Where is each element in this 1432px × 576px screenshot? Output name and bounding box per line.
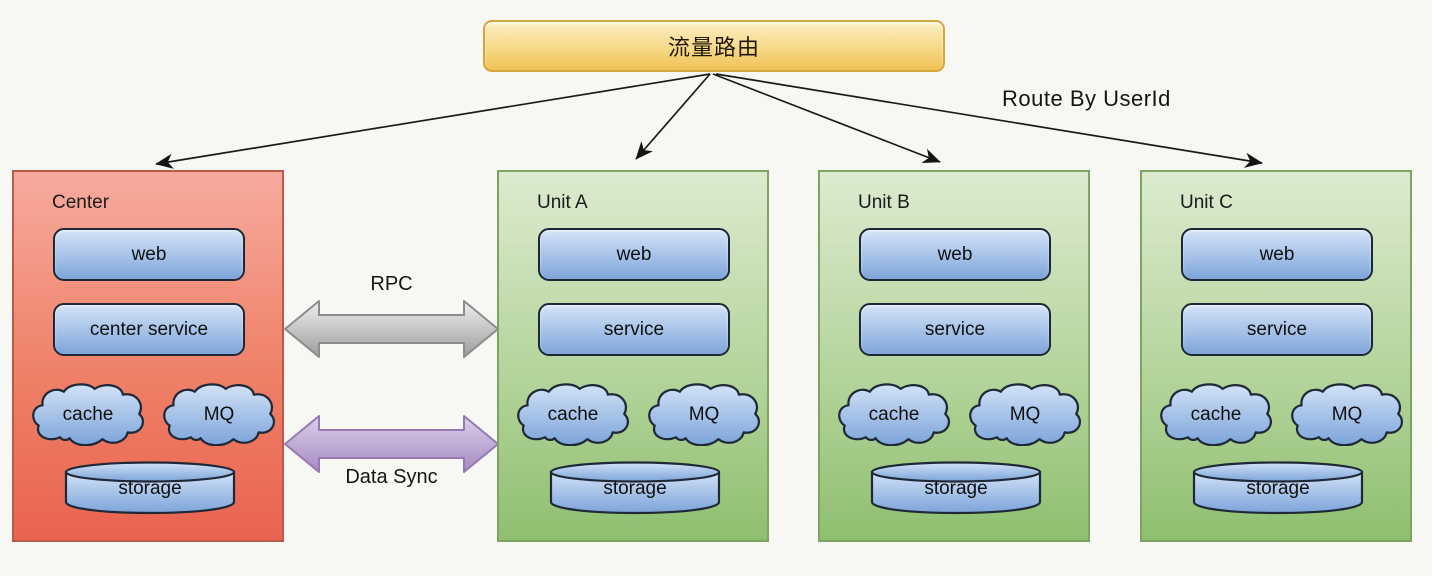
route-arrow-to-unit-c: [715, 73, 1263, 168]
service-node-label: service: [1246, 318, 1308, 340]
mq-cloud-node: MQ: [967, 382, 1083, 446]
cylinder-icon: [1192, 461, 1364, 515]
mq-cloud-node: MQ: [1289, 382, 1405, 446]
cache-cloud-node: cache: [1158, 382, 1274, 446]
mq-cloud-node: MQ: [646, 382, 762, 446]
cache-cloud-node: cache: [30, 382, 146, 446]
cylinder-icon: [549, 461, 721, 515]
service-node: service: [538, 303, 730, 356]
storage-cylinder-node: storage: [549, 460, 721, 516]
unit-c: Unit C web service cache MQ storage: [1140, 170, 1412, 542]
traffic-router-label: 流量路由: [667, 35, 760, 60]
service-node: service: [1181, 303, 1373, 356]
web-node-label: web: [616, 243, 652, 265]
rpc-label: RPC: [370, 273, 413, 295]
unit-title: Unit C: [1180, 192, 1233, 213]
mq-label: MQ: [1331, 404, 1363, 425]
service-node: center service: [53, 303, 245, 356]
mq-label: MQ: [688, 404, 720, 425]
cache-cloud-node: cache: [836, 382, 952, 446]
unit-a: Unit A web service cache MQ storage: [497, 170, 769, 542]
mq-cloud-node: MQ: [161, 382, 277, 446]
storage-cylinder-node: storage: [870, 460, 1042, 516]
service-node-label: service: [603, 318, 665, 340]
traffic-router-node: 流量路由: [483, 20, 945, 72]
service-node-label: center service: [89, 318, 209, 340]
storage-label: storage: [118, 478, 182, 499]
cylinder-icon: [64, 461, 236, 515]
unit-title: Center: [52, 192, 110, 213]
service-node: service: [859, 303, 1051, 356]
web-node: web: [53, 228, 245, 281]
cache-label: cache: [62, 404, 114, 425]
unit-b: Unit B web service cache MQ storage: [818, 170, 1090, 542]
storage-label: storage: [603, 478, 667, 499]
unit-center: Center web center service cache MQ stora…: [12, 170, 284, 542]
web-node-label: web: [937, 243, 973, 265]
route-arrow-to-unit-b: [712, 73, 941, 163]
unit-title: Unit A: [537, 192, 588, 213]
mq-label: MQ: [203, 404, 235, 425]
storage-cylinder-node: storage: [64, 460, 236, 516]
web-node-label: web: [1259, 243, 1295, 265]
web-node: web: [1181, 228, 1373, 281]
mq-label: MQ: [1009, 404, 1041, 425]
web-node: web: [538, 228, 730, 281]
storage-label: storage: [1246, 478, 1310, 499]
service-node-label: service: [924, 318, 986, 340]
cache-label: cache: [547, 404, 599, 425]
route-arrow-to-center: [155, 73, 711, 169]
data-sync-arrow: [284, 415, 499, 473]
storage-cylinder-node: storage: [1192, 460, 1364, 516]
cache-label: cache: [1190, 404, 1242, 425]
web-node-label: web: [131, 243, 167, 265]
unit-title: Unit B: [858, 192, 910, 213]
route-by-userid-label: Route By UserId: [1002, 86, 1171, 111]
web-node: web: [859, 228, 1051, 281]
data-sync-label: Data Sync: [345, 466, 438, 488]
cylinder-icon: [870, 461, 1042, 515]
route-arrow-to-unit-a: [635, 73, 711, 160]
rpc-arrow: [284, 300, 499, 358]
storage-label: storage: [924, 478, 988, 499]
cache-label: cache: [868, 404, 920, 425]
cache-cloud-node: cache: [515, 382, 631, 446]
